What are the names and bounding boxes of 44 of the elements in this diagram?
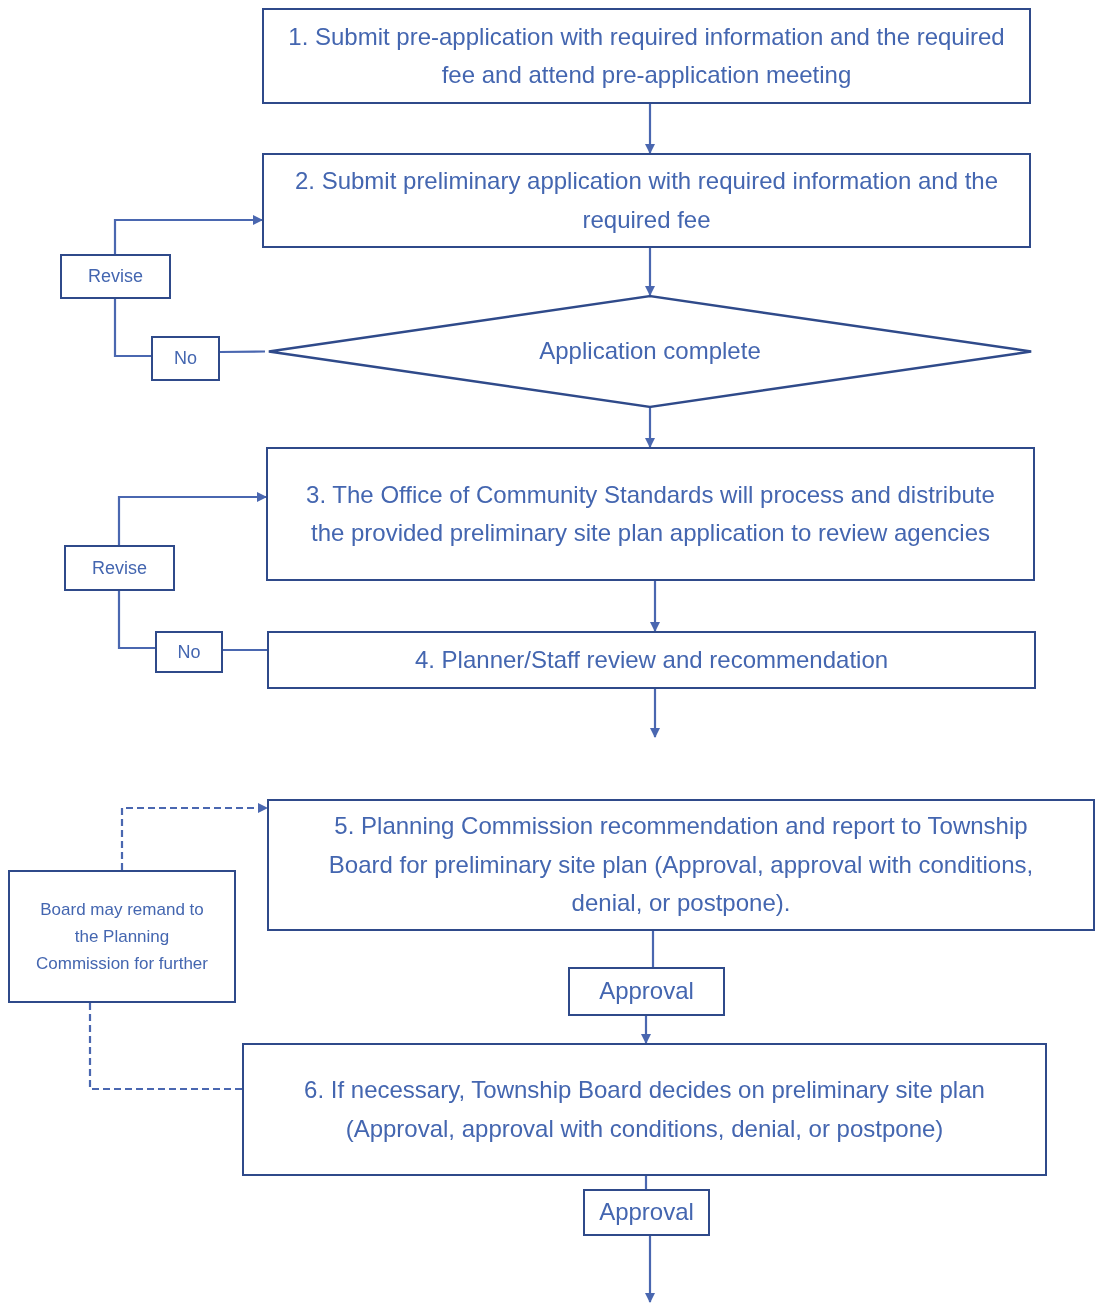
step-text: Board may remand to the Planning Commission for further — [35, 898, 209, 976]
decision-text: Application complete — [539, 336, 761, 367]
process-box — [262, 153, 1031, 248]
step-text: 5. Planning Commission recommendation and report to Township Board for preliminary site plan (Approval, approval with conditions, denial, or postpone). — [327, 811, 1035, 919]
process-box — [262, 8, 1031, 104]
arrow — [113, 215, 263, 254]
arrow — [641, 1016, 651, 1044]
process-box — [583, 1189, 710, 1236]
step-text: 6. If necessary, Township Board decides on preliminary site plan (Approval, approval with conditions, denial, or postpone) — [303, 1075, 986, 1144]
step-text: No — [174, 347, 197, 371]
process-box — [568, 967, 725, 1016]
step-text: Approval — [599, 1197, 694, 1228]
arrow — [645, 1236, 655, 1303]
process-box — [155, 631, 223, 673]
arrow — [650, 581, 660, 632]
dashed-arrow — [120, 803, 268, 870]
step-text: Approval — [599, 976, 694, 1007]
process-box — [266, 447, 1035, 581]
process-box — [242, 1043, 1047, 1176]
process-box — [267, 799, 1095, 931]
dashed-connector-line — [88, 1003, 242, 1091]
arrow — [650, 689, 660, 738]
step-text: No — [177, 640, 201, 664]
process-box — [267, 631, 1036, 689]
step-text: Revise — [88, 265, 143, 289]
step-text: 2. Submit preliminary application with required information and the required fee — [294, 166, 999, 235]
process-box — [151, 336, 220, 381]
connector-line — [644, 1176, 648, 1189]
step-text: 4. Planner/Staff review and recommendation — [414, 644, 889, 675]
process-box — [60, 254, 171, 299]
arrow — [645, 248, 655, 296]
step-text: Revise — [92, 556, 147, 580]
step-text: 1. Submit pre-application with required information and the required fee and attend pre-application meeting — [287, 21, 1006, 90]
arrow — [117, 492, 267, 545]
step-text: 3. The Office of Community Standards will process and distribute the provided preliminary site plan application to review agencies — [305, 479, 996, 548]
process-box — [64, 545, 175, 591]
arrow — [645, 104, 655, 154]
connector-line — [117, 591, 155, 650]
connector-line — [220, 350, 265, 354]
connector-line — [223, 648, 267, 652]
connector-line — [651, 931, 655, 967]
process-box — [8, 870, 236, 1003]
connector-line — [113, 299, 151, 358]
arrow — [645, 408, 655, 448]
